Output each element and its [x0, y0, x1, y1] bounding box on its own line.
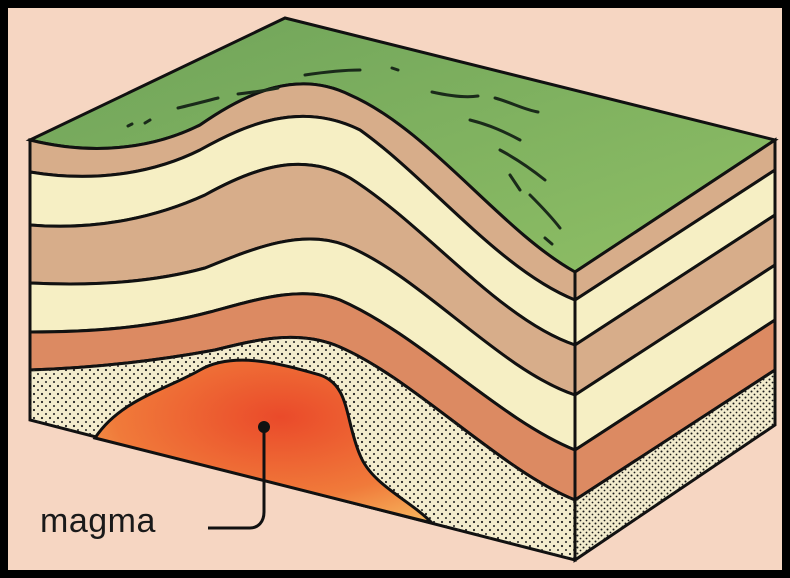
magma-label: magma: [40, 502, 156, 541]
